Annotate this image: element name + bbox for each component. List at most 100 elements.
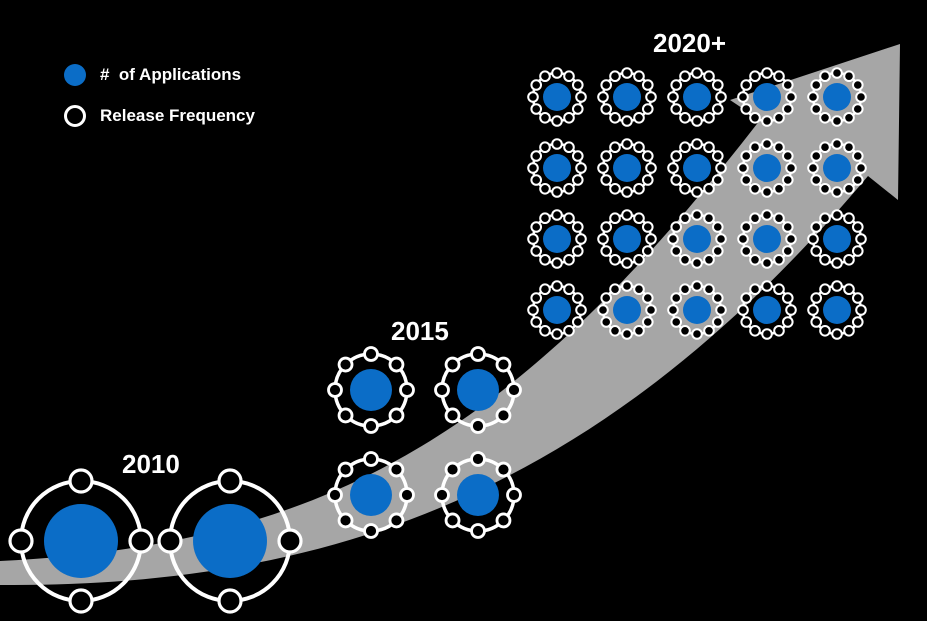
application-cluster: [327, 451, 415, 539]
release-dot: [761, 328, 773, 340]
legend: # of Applications Release Frequency: [64, 62, 255, 144]
release-dot: [495, 356, 512, 373]
release-dot: [539, 141, 551, 154]
application-cluster: [737, 138, 797, 198]
release-dot: [810, 316, 823, 328]
release-dot: [851, 292, 864, 304]
release-dot: [645, 162, 657, 174]
release-dot: [563, 283, 575, 296]
application-cluster: [597, 280, 657, 340]
release-dot: [621, 186, 633, 198]
application-cluster: [527, 138, 587, 198]
release-dot: [363, 418, 379, 434]
release-dot: [641, 79, 654, 91]
release-dot: [495, 512, 512, 529]
release-dot: [217, 468, 243, 494]
release-dot: [761, 138, 773, 150]
release-dot: [645, 233, 657, 245]
release-dot: [337, 407, 354, 424]
release-dot: [530, 103, 543, 115]
release-dot: [563, 111, 575, 124]
release-dot: [740, 103, 753, 115]
application-circle: [543, 225, 571, 253]
release-dot: [337, 356, 354, 373]
release-dot: [609, 182, 621, 195]
release-dot: [843, 283, 855, 296]
release-dot: [679, 253, 691, 266]
release-dot: [551, 138, 563, 150]
application-circle: [823, 225, 851, 253]
application-cluster: [527, 67, 587, 127]
application-cluster: [597, 209, 657, 269]
release-dot: [609, 253, 621, 266]
application-cluster: [807, 138, 867, 198]
release-dot: [527, 162, 539, 174]
hollow-white-circle-icon: [64, 105, 86, 127]
release-dot: [609, 324, 621, 337]
release-dot: [679, 212, 691, 225]
release-dot: [527, 91, 539, 103]
release-dot: [609, 212, 621, 225]
release-dot: [506, 487, 522, 503]
release-dot: [843, 111, 855, 124]
release-dot: [641, 316, 654, 328]
release-dot: [711, 174, 724, 186]
application-circle: [613, 225, 641, 253]
release-dot: [810, 245, 823, 257]
release-dot: [843, 182, 855, 195]
release-dot: [851, 245, 864, 257]
release-dot: [670, 79, 683, 91]
release-dot: [740, 150, 753, 162]
release-dot: [551, 209, 563, 221]
release-dot: [563, 253, 575, 266]
release-dot: [633, 324, 645, 337]
release-dot: [819, 324, 831, 337]
release-dot: [691, 138, 703, 150]
release-dot: [530, 79, 543, 91]
application-cluster: [327, 346, 415, 434]
release-dot: [551, 280, 563, 292]
release-dot: [530, 150, 543, 162]
release-dot: [670, 103, 683, 115]
release-dot: [563, 212, 575, 225]
release-dot: [711, 245, 724, 257]
release-dot: [711, 292, 724, 304]
release-dot: [773, 141, 785, 154]
release-dot: [530, 245, 543, 257]
application-circle: [683, 296, 711, 324]
release-dot: [641, 174, 654, 186]
release-dot: [761, 186, 773, 198]
release-dot: [551, 186, 563, 198]
application-circle: [457, 474, 499, 516]
application-cluster: [597, 138, 657, 198]
release-dot: [470, 523, 486, 539]
release-dot: [551, 67, 563, 79]
release-dot: [621, 138, 633, 150]
release-dot: [609, 111, 621, 124]
release-dot: [551, 328, 563, 340]
release-dot: [621, 280, 633, 292]
release-dot: [819, 70, 831, 83]
release-dot: [851, 221, 864, 233]
release-dot: [563, 182, 575, 195]
release-dot: [761, 257, 773, 269]
release-dot: [388, 512, 405, 529]
release-dot: [128, 528, 154, 554]
release-dot: [539, 253, 551, 266]
release-dot: [575, 304, 587, 316]
release-dot: [327, 487, 343, 503]
release-dot: [781, 316, 794, 328]
release-dot: [773, 324, 785, 337]
release-dot: [810, 79, 823, 91]
release-dot: [851, 79, 864, 91]
release-dot: [600, 150, 613, 162]
release-dot: [711, 316, 724, 328]
release-dot: [157, 528, 183, 554]
release-dot: [855, 162, 867, 174]
application-cluster: [807, 67, 867, 127]
release-dot: [621, 115, 633, 127]
application-circle: [753, 296, 781, 324]
release-dot: [641, 103, 654, 115]
legend-label-applications: # of Applications: [100, 65, 242, 84]
release-dot: [740, 221, 753, 233]
